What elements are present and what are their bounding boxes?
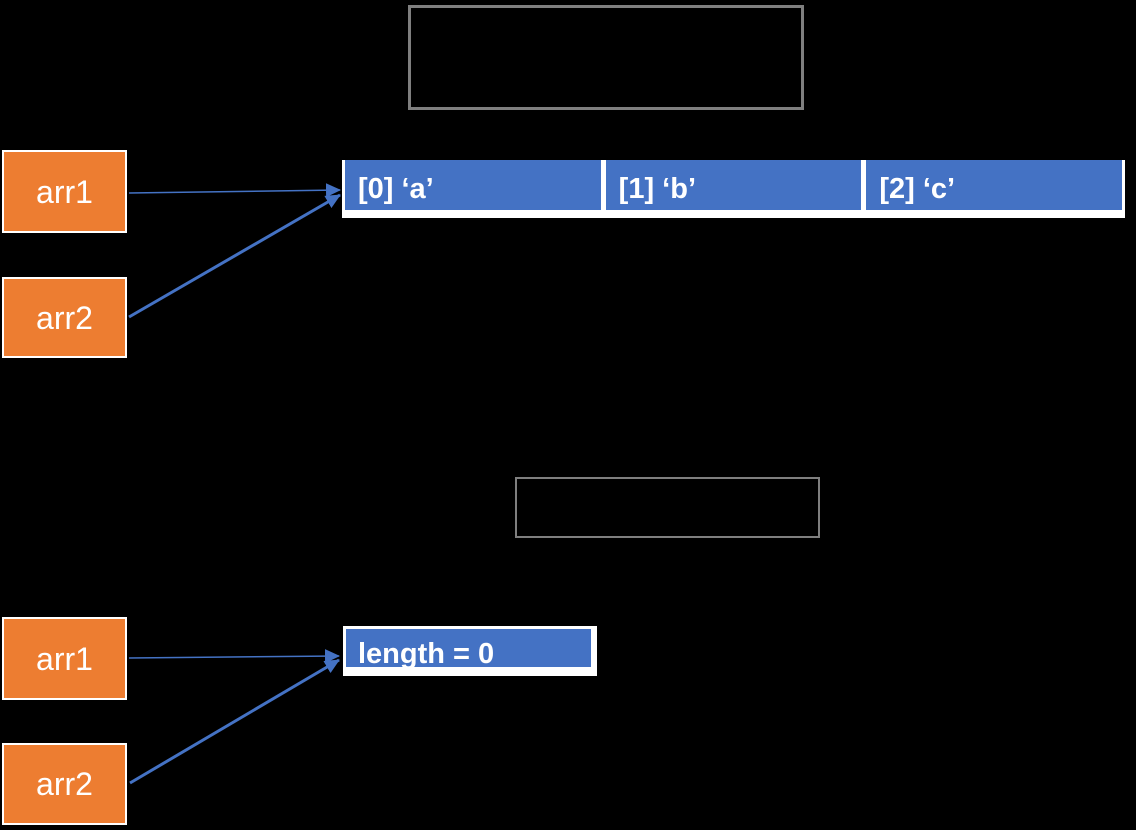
arrow-arr2-to-length-bottom: [129, 658, 340, 785]
pointer-label: arr1: [36, 173, 93, 210]
pointer-box-arr1-top: arr1: [2, 150, 127, 233]
note-box-bottom: [515, 477, 820, 538]
pointer-label: arr2: [36, 299, 93, 336]
array-bar: [0] ‘a’ [1] ‘b’ [2] ‘c’: [342, 160, 1125, 218]
arrow-arr1-to-array-top: [128, 183, 341, 198]
array-cell-1: [1] ‘b’: [605, 160, 862, 210]
array-cell-2: [2] ‘c’: [866, 160, 1123, 210]
length-box: length = 0: [343, 626, 597, 676]
pointer-box-arr2-bottom: arr2: [2, 743, 127, 825]
arrow-arr2-to-array-top: [128, 193, 341, 319]
arrow-arr1-to-length-bottom: [128, 649, 340, 664]
note-box-top: [408, 5, 804, 110]
array-cell-0: [0] ‘a’: [345, 160, 601, 210]
pointer-label: arr2: [36, 766, 93, 802]
pointer-label: arr1: [36, 640, 93, 677]
pointer-box-arr1-bottom: arr1: [2, 617, 127, 700]
pointer-box-arr2-top: arr2: [2, 277, 127, 358]
